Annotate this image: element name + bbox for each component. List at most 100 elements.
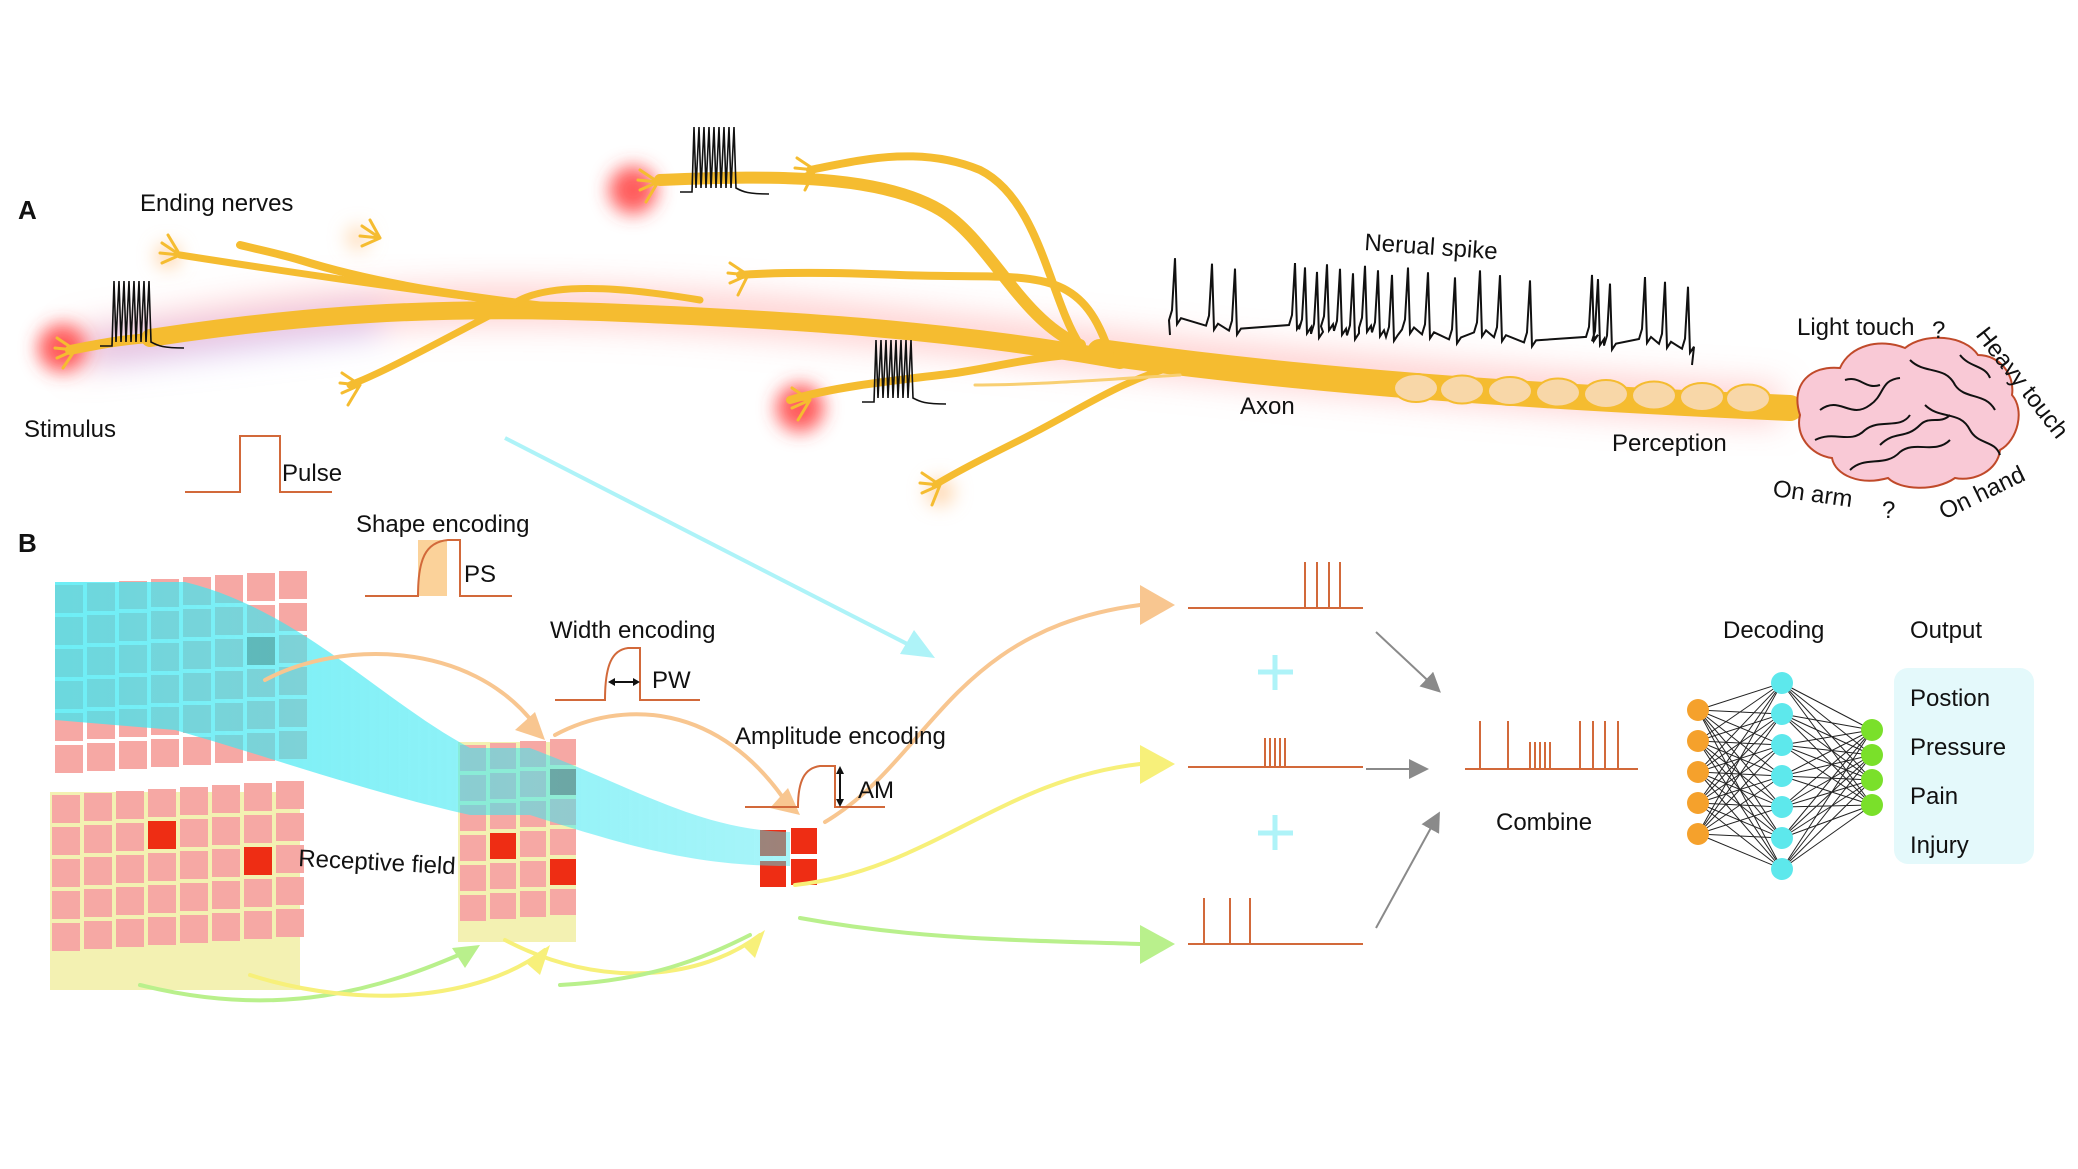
output-box — [1894, 668, 2034, 864]
receptive-field-cell — [244, 847, 272, 875]
axon-label: Axon — [1240, 393, 1295, 420]
receptive-field-cell — [87, 743, 115, 771]
width-encoding-glyph — [555, 647, 700, 701]
shape-encoding-glyph — [365, 539, 512, 597]
receptive-field-cell — [460, 865, 486, 891]
receptive-field-cell — [180, 883, 208, 911]
ending-nerves-label: Ending nerves — [140, 190, 293, 217]
neural-spike-label: Nerual spike — [1364, 229, 1499, 265]
decoding-network — [1687, 672, 1883, 880]
pulse-waveform — [185, 435, 332, 493]
spike-burst — [680, 126, 770, 195]
myelin-node — [1631, 380, 1677, 411]
am-label: AM — [858, 777, 894, 804]
pw-label: PW — [652, 667, 691, 694]
question-mark-bottom: ? — [1882, 497, 1895, 524]
myelin-node — [1393, 373, 1439, 403]
receptive-field-cell — [212, 785, 240, 813]
receptive-field-cell — [52, 923, 80, 951]
network-connections — [1697, 682, 1873, 870]
receptive-field-cell — [52, 827, 80, 855]
receptive-field-cell — [52, 795, 80, 823]
receptive-field-cell — [183, 737, 211, 765]
hidden-node — [1771, 703, 1793, 725]
question-mark-top: ? — [1932, 317, 1945, 344]
receptive-field-cell — [276, 909, 304, 937]
combine-label: Combine — [1496, 809, 1592, 836]
receptive-field-cell — [148, 789, 176, 817]
output-item: Pain — [1910, 783, 1958, 810]
plus-icon — [1258, 655, 1293, 850]
encoded-spike-trains — [1188, 562, 1638, 945]
receptive-field-cell — [148, 821, 176, 849]
receptive-field-cell — [460, 895, 486, 921]
output-node — [1861, 719, 1883, 741]
receptive-field-cell — [212, 881, 240, 909]
receptive-field-cell — [490, 863, 516, 889]
myelin-node — [1583, 379, 1629, 409]
hidden-node — [1771, 827, 1793, 849]
output-item: Injury — [1910, 832, 1969, 859]
receptive-field-cell — [180, 787, 208, 815]
receptive-field-cell — [276, 781, 304, 809]
receptive-field-cell — [276, 845, 304, 873]
receptive-field-cell — [52, 891, 80, 919]
receptive-field-cell — [84, 793, 112, 821]
receptive-field-cell — [148, 885, 176, 913]
output-item: Postion — [1910, 685, 1990, 712]
nerve-endings — [53, 156, 942, 507]
receptive-field-cell — [151, 739, 179, 767]
a-to-b-arrow — [504, 436, 916, 650]
receptive-field-cell — [791, 828, 817, 854]
myelin-node — [1725, 383, 1771, 414]
neural-spike-trace — [1167, 258, 1695, 366]
decoding-label: Decoding — [1723, 617, 1824, 644]
hidden-node — [1771, 672, 1793, 694]
pw-arrowheads — [608, 678, 640, 686]
input-node — [1687, 699, 1709, 721]
panel-label-a: A — [18, 195, 37, 225]
receptive-field-cell — [180, 819, 208, 847]
receptive-field-cell — [84, 825, 112, 853]
receptive-field-cell — [244, 783, 272, 811]
receptive-field-cell — [490, 833, 516, 859]
receptive-field-cell — [52, 859, 80, 887]
amplitude-encoding-label: Amplitude encoding — [735, 723, 946, 750]
ps-label: PS — [464, 561, 496, 588]
receptive-field-cell — [180, 851, 208, 879]
receptive-field-cell — [84, 857, 112, 885]
receptive-field-cell — [180, 915, 208, 943]
receptive-field-cell — [244, 815, 272, 843]
output-item: Pressure — [1910, 734, 2006, 761]
output-node — [1861, 744, 1883, 766]
amplitude-encoding-glyph — [745, 765, 885, 808]
myelin-node — [1679, 382, 1725, 412]
myelin-sheath — [1393, 373, 1771, 414]
receptive-field-cell — [148, 853, 176, 881]
encoding-arrowheads — [452, 585, 1175, 975]
output-node — [1861, 769, 1883, 791]
receptive-field-label: Receptive field — [298, 845, 457, 880]
receptive-field-cell — [116, 855, 144, 883]
stimulus-label: Stimulus — [24, 416, 116, 443]
receptive-field-cell — [148, 917, 176, 945]
receptive-field-cell — [550, 859, 576, 885]
perception-label: Perception — [1612, 430, 1727, 457]
receptive-field-cell — [212, 913, 240, 941]
receptive-field-cell — [119, 741, 147, 769]
receptive-field-cell — [247, 573, 275, 601]
receptive-field-cell — [84, 921, 112, 949]
myelin-node — [1487, 376, 1533, 406]
receptive-field-cell — [55, 745, 83, 773]
pulse-label: Pulse — [282, 460, 342, 487]
receptive-field-cell — [244, 879, 272, 907]
myelin-node — [1535, 377, 1581, 408]
receptive-field-cell — [116, 791, 144, 819]
hidden-node — [1771, 765, 1793, 787]
width-encoding-label: Width encoding — [550, 617, 715, 644]
combine-arrows — [1366, 631, 1441, 929]
a-to-b-arrowhead — [900, 630, 935, 658]
receptive-field-cell — [520, 831, 546, 857]
